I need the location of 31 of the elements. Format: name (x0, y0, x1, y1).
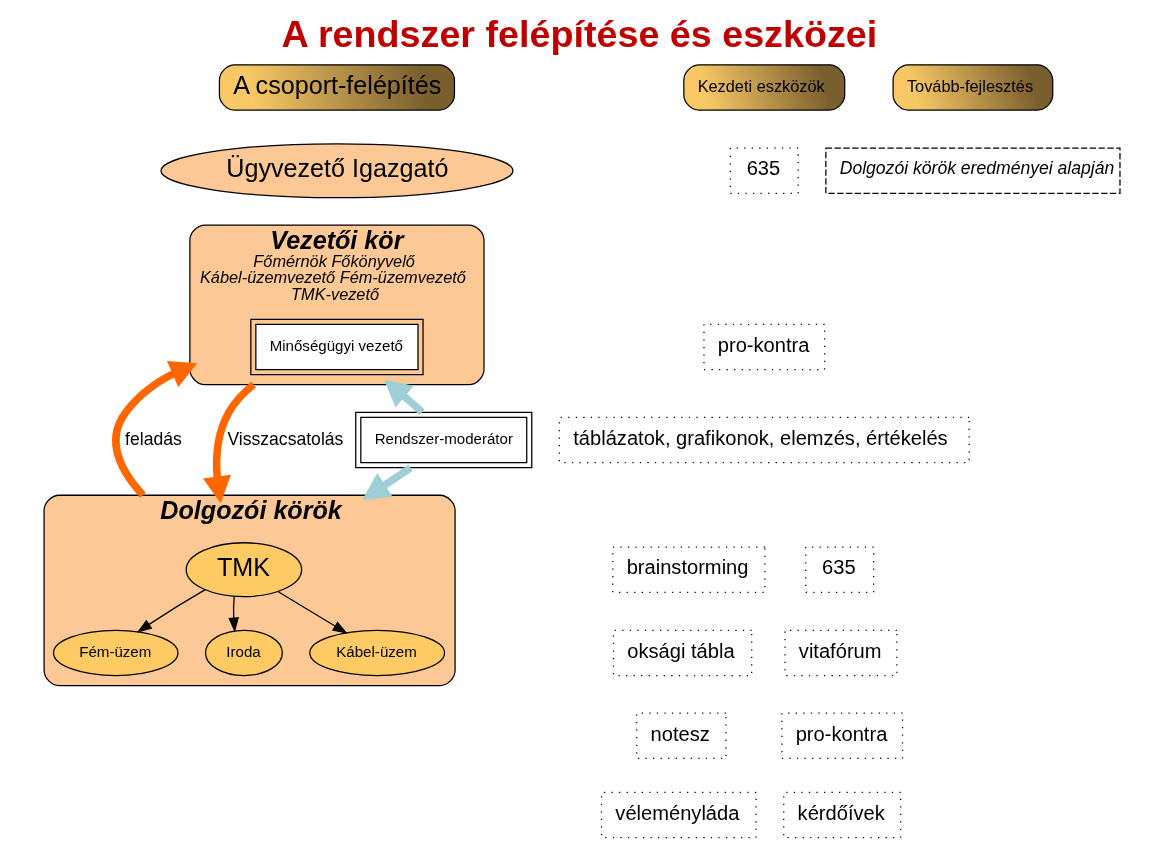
arrow (111, 360, 197, 498)
node-box: notesz (635, 712, 727, 760)
node-box: 635 (729, 147, 799, 194)
node-box: pro-kontra (702, 323, 825, 371)
node-box: Rendszer-moderátor (354, 411, 532, 469)
node-box: Dolgozói körök eredményei alapján (824, 147, 1121, 194)
arrow (227, 595, 239, 633)
edge-label: Visszacsatolás (226, 428, 343, 449)
node-ellipse: Kábel-üzem (308, 629, 445, 677)
diagram-title: A rendszer felépítése és eszközei (281, 13, 877, 56)
node-box: véleményláda (600, 791, 757, 839)
node-ellipse: Fém-üzem (52, 629, 179, 677)
node-ellipse: Iroda (204, 629, 283, 677)
node-ellipse: TMK (185, 542, 302, 598)
node-box: Kezdeti eszközök (682, 64, 845, 111)
node-box: A csoport-felépítés (218, 64, 455, 111)
node-ellipse: Ügyvezető Igazgató (159, 143, 514, 199)
node-box: oksági tábla (612, 629, 752, 677)
node-box: pro-kontra (780, 712, 903, 760)
edge-label: feladás (124, 428, 182, 449)
arrow (383, 379, 425, 415)
node-box: vitafórum (783, 629, 897, 677)
node-box: táblázatok, grafikonok, elemzés, értékelés (558, 416, 970, 464)
node-box: brainstorming (611, 546, 766, 593)
node-box: 635 (804, 546, 874, 593)
arrow (202, 381, 256, 504)
node-box: kérdőívek (782, 791, 901, 839)
arrow (276, 590, 348, 634)
node-box: Minőségügyi vezető (249, 318, 424, 376)
arrow (136, 589, 206, 633)
node-box: Tovább-fejlesztés (892, 64, 1053, 111)
